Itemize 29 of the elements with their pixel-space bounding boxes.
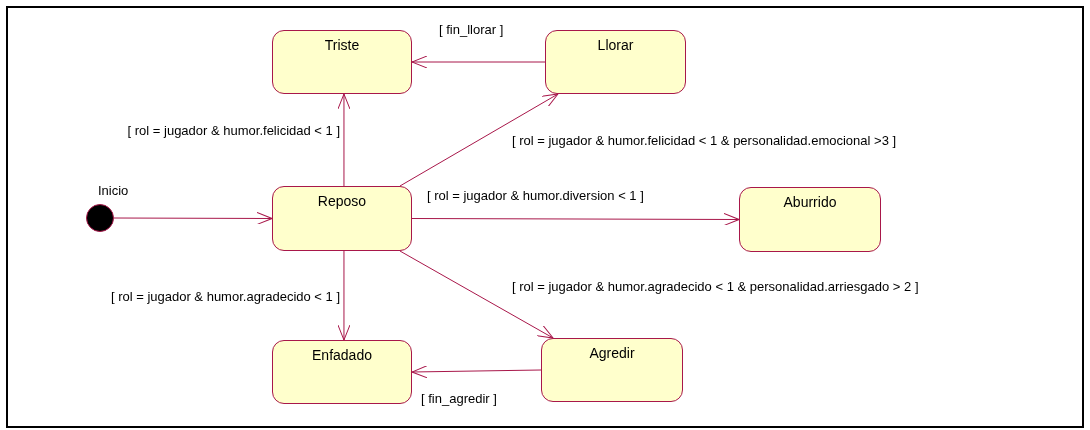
state-name: Enfadado bbox=[312, 347, 372, 363]
state-box bbox=[272, 186, 412, 251]
state-name: Triste bbox=[324, 37, 360, 53]
transition-arrow bbox=[411, 365, 542, 379]
state-box bbox=[272, 30, 412, 94]
transition-arrow bbox=[113, 211, 273, 225]
edge-label: [ rol = jugador & humor.diversion < 1 ] bbox=[425, 188, 646, 203]
transition-arrow bbox=[399, 93, 559, 187]
state-caption: Inicio bbox=[98, 183, 129, 198]
transition-arrow bbox=[337, 250, 351, 341]
transition-arrow bbox=[399, 250, 554, 339]
state-name: Aburrido bbox=[783, 194, 837, 210]
edge-label: [ rol = jugador & humor.agradecido < 1 ] bbox=[108, 289, 342, 304]
initial-state-dot bbox=[86, 204, 114, 232]
state-name: Agredir bbox=[589, 345, 635, 361]
edge-label: [ rol = jugador & humor.felicidad < 1 ] bbox=[125, 123, 342, 138]
transition-arrow bbox=[337, 93, 351, 187]
state-box bbox=[541, 338, 683, 402]
state-name: Reposo bbox=[317, 193, 367, 209]
transition-arrow bbox=[411, 212, 740, 226]
edge-label: [ rol = jugador & humor.felicidad < 1 & personalidad.emocional >3 ] bbox=[510, 133, 899, 148]
state-box bbox=[545, 30, 686, 94]
transition-arrow bbox=[411, 55, 546, 69]
edge-label: [ rol = jugador & humor.agradecido < 1 & personalidad.arriesgado > 2 ] bbox=[510, 279, 921, 294]
edge-label: [ fin_agredir ] bbox=[419, 391, 499, 406]
state-box bbox=[739, 187, 881, 252]
edge-label: [ fin_llorar ] bbox=[437, 22, 506, 37]
state-name: Llorar bbox=[597, 37, 634, 53]
state-box bbox=[272, 340, 412, 404]
